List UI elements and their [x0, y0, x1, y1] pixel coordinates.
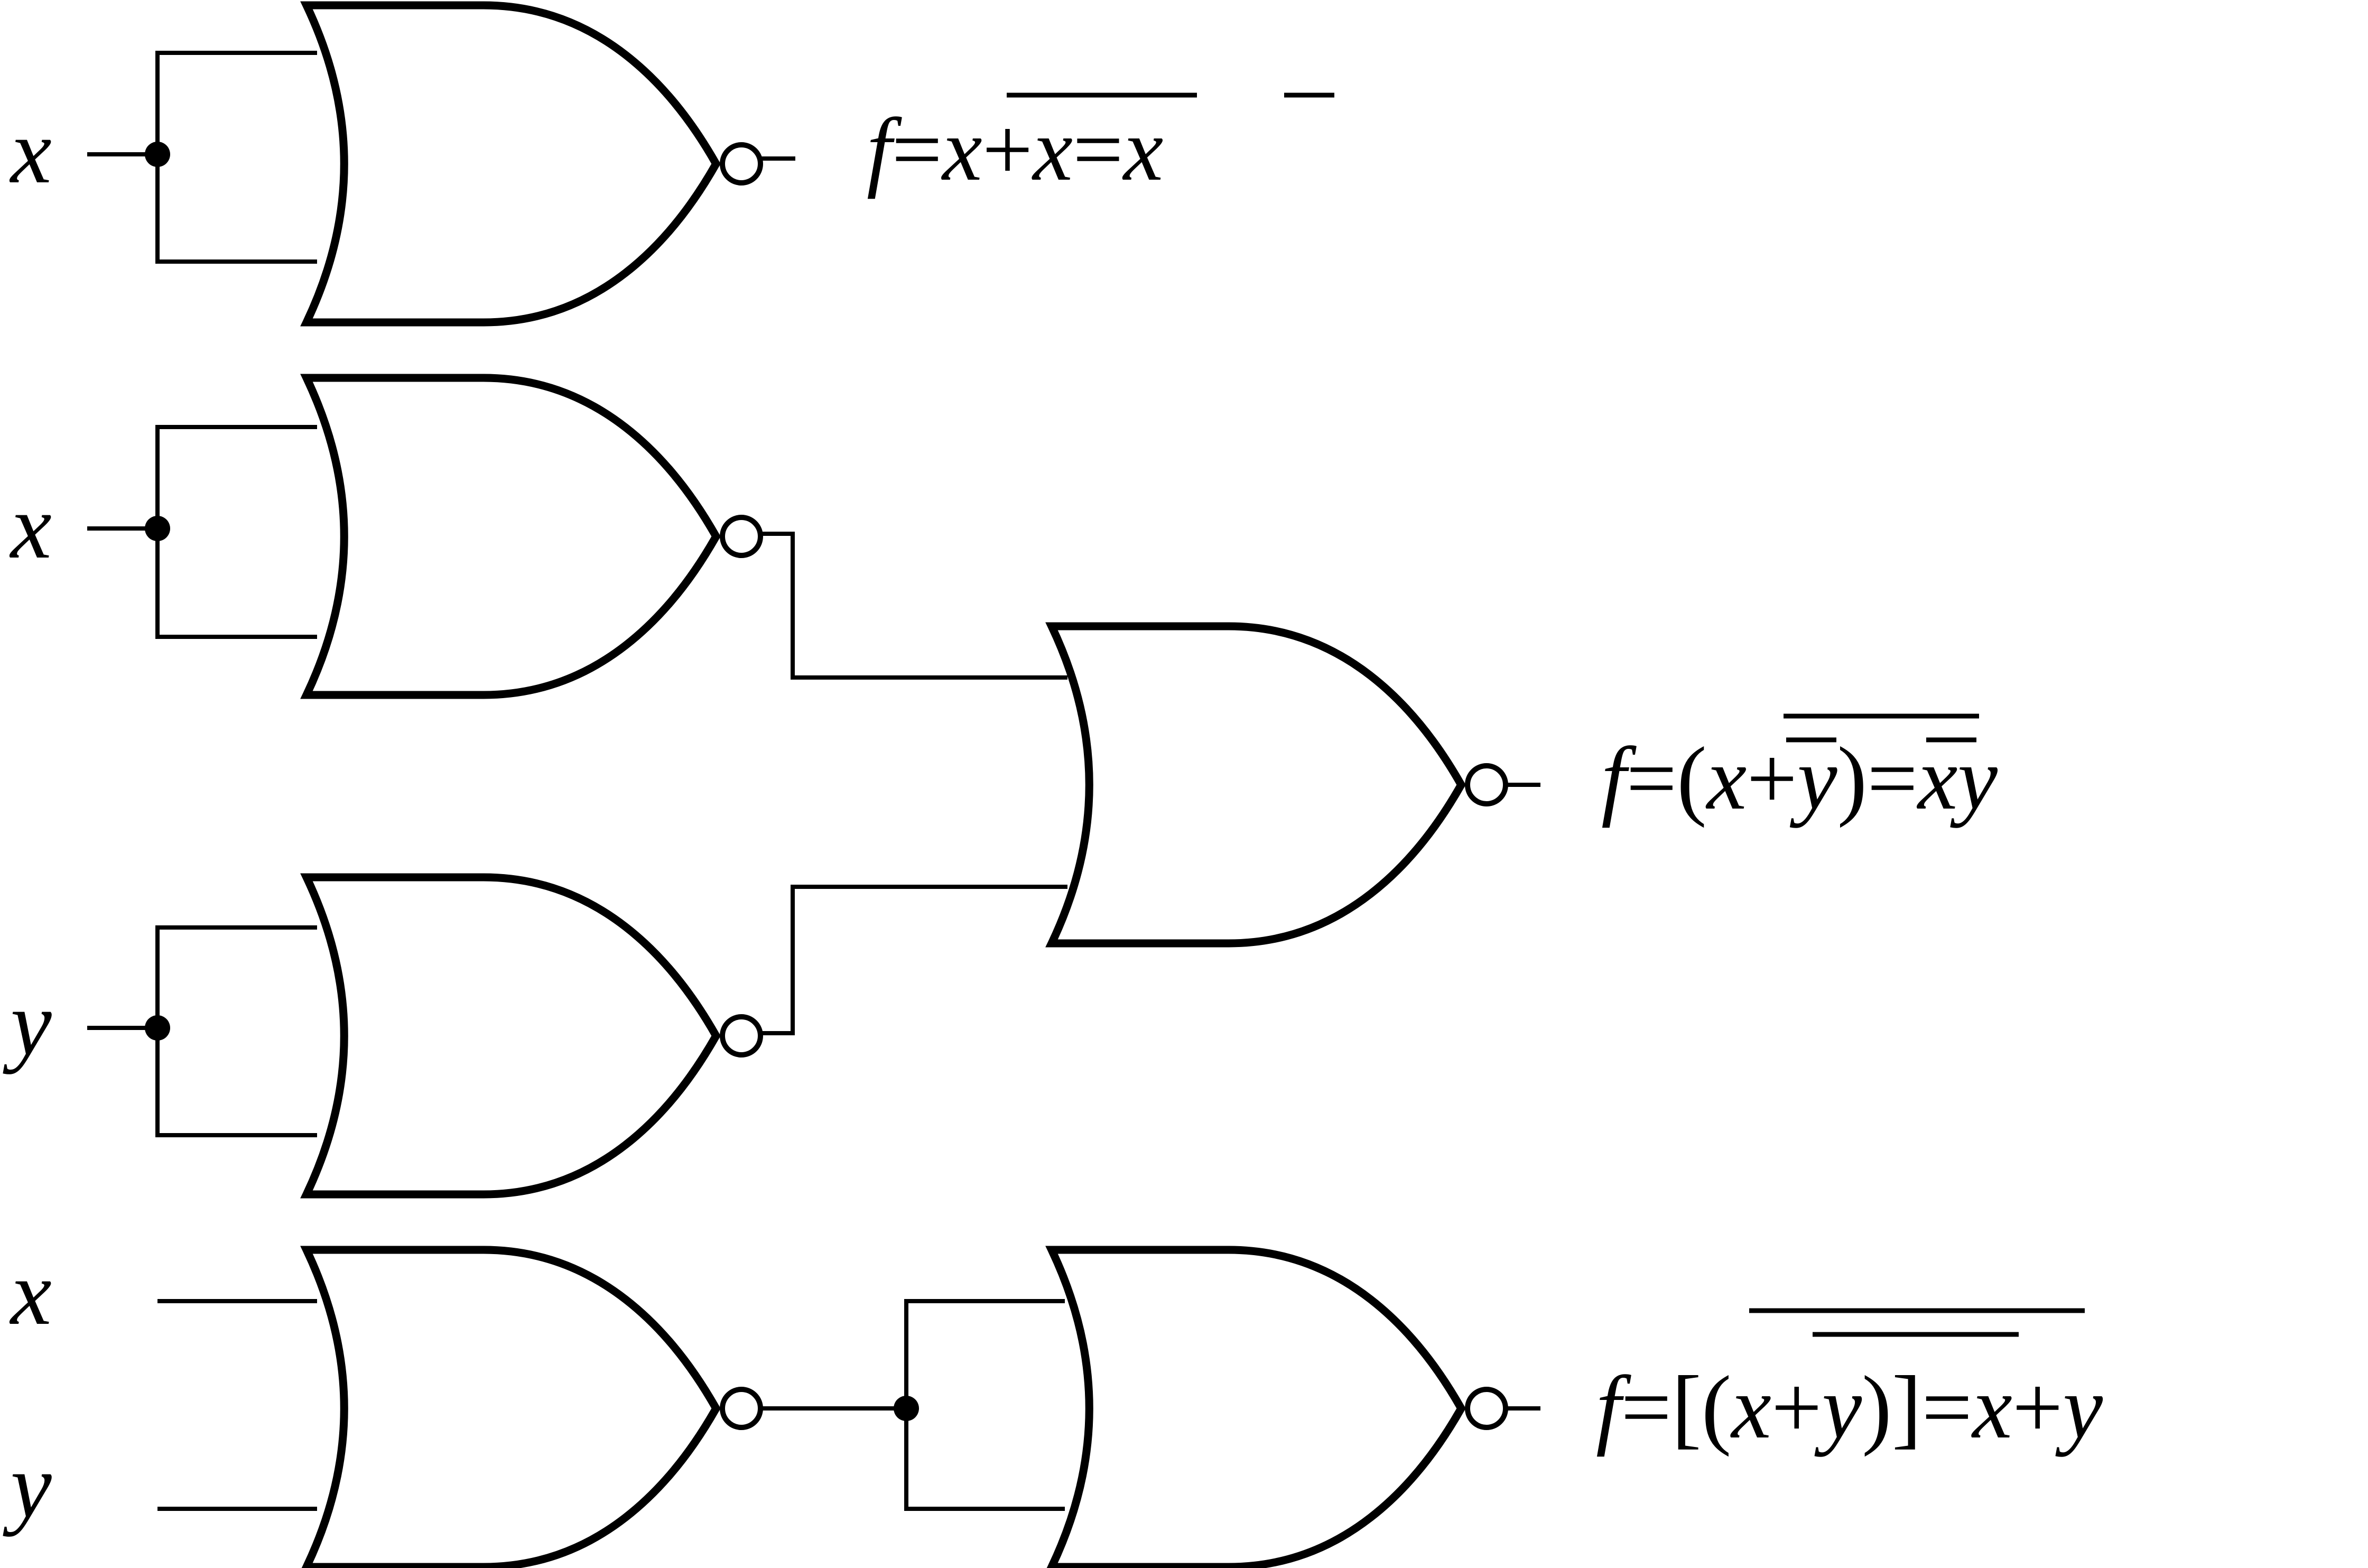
formula-not: f=x+x=x [867, 100, 1163, 199]
nor-gate-2a [307, 378, 760, 695]
plus-sign: + [2012, 1358, 2063, 1457]
formula-result: xy [1916, 729, 1998, 828]
paren: ) [1862, 1358, 1892, 1457]
wire [761, 885, 1067, 1035]
paren: ) [1837, 729, 1868, 828]
circuit-not: x f=x+x=x [9, 5, 1334, 322]
plus-sign: + [1747, 729, 1797, 828]
formula-var: x [1705, 729, 1747, 828]
formula-var: x [1031, 100, 1072, 199]
formula-or: f=[(x+y)]=x+y [1596, 1358, 2103, 1457]
equals-sign: = [1626, 729, 1677, 828]
input-label-x: x [9, 475, 52, 578]
nor-gate-2c [1052, 626, 1506, 943]
formula-var: x [1971, 1358, 2012, 1457]
equals-sign: = [892, 100, 942, 199]
plus-sign: + [1771, 1358, 1822, 1457]
formula-result: x [1122, 100, 1163, 199]
formula-var: x [941, 100, 982, 199]
nor-gate-3b [1052, 1250, 1506, 1567]
wire [155, 425, 317, 639]
junction-dot [145, 516, 170, 541]
input-label-x: x [9, 1241, 52, 1344]
wire [155, 51, 317, 264]
input-label-y: y [3, 972, 52, 1074]
formula-var: x [1730, 1358, 1771, 1457]
circuit-and: x y f=(x+y)=xy [3, 378, 1998, 1194]
nor-gate-3a [307, 1250, 760, 1567]
paren: ( [1702, 1358, 1732, 1457]
equals-sign: = [1921, 1358, 1972, 1457]
formula-and: f=(x+y)=xy [1601, 729, 1998, 828]
input-label-y: y [3, 1434, 52, 1537]
junction-dot [145, 142, 170, 167]
formula-var: y [1789, 729, 1837, 828]
paren: ( [1677, 729, 1707, 828]
wire [761, 532, 1067, 680]
bracket: ] [1892, 1358, 1922, 1457]
equals-sign: = [1073, 100, 1123, 199]
wire [904, 1299, 1065, 1511]
junction-dot [894, 1396, 919, 1421]
bracket: [ [1671, 1358, 1702, 1457]
nor-gate-2b [307, 877, 760, 1194]
plus-sign: + [982, 100, 1033, 199]
equals-sign: = [1867, 729, 1918, 828]
formula-var: y [2055, 1358, 2103, 1457]
nor-gate-1 [307, 5, 760, 322]
wire [155, 925, 317, 1137]
input-label-x: x [9, 100, 52, 202]
equals-sign: = [1621, 1358, 1671, 1457]
junction-dot [145, 1015, 170, 1041]
circuit-or: x y f=[(x+y)]=x+y [3, 1241, 2103, 1567]
formula-var: y [1814, 1358, 1862, 1457]
